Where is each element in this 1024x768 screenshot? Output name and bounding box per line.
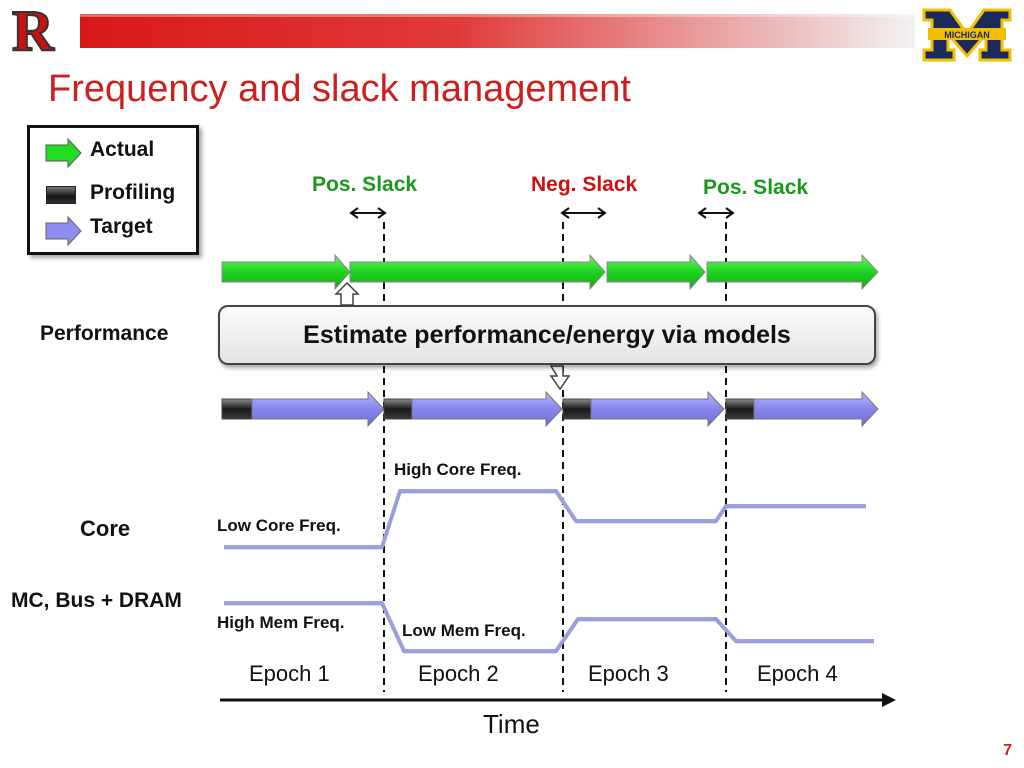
- pos-slack-label-2: Pos. Slack: [703, 176, 809, 199]
- logo-letter: R: [12, 0, 55, 62]
- legend: Actual Profiling Target: [27, 125, 199, 255]
- target-arrows: [221, 390, 879, 428]
- page-number: 7: [1003, 742, 1012, 759]
- logo-text: MICHIGAN: [944, 30, 990, 40]
- legend-profiling-label: Profiling: [90, 181, 176, 204]
- actual-arrows: [221, 253, 879, 291]
- rutgers-logo: R: [2, 0, 64, 64]
- legend-target-label: Target: [90, 215, 153, 238]
- slack-arrow-1: [349, 207, 387, 219]
- down-arrow-icon: [549, 365, 571, 391]
- high-core-freq-label: High Core Freq.: [394, 460, 522, 479]
- time-axis-label: Time: [483, 709, 540, 739]
- low-core-freq-label: Low Core Freq.: [217, 516, 341, 535]
- header-bar: [80, 14, 915, 48]
- pos-slack-label-1: Pos. Slack: [312, 173, 418, 196]
- epoch-label-3: Epoch 3: [588, 661, 669, 686]
- epoch-label-1: Epoch 1: [249, 661, 330, 686]
- slack-arrow-2: [560, 207, 607, 219]
- core-row-label: Core: [80, 516, 131, 541]
- low-mem-freq-label: Low Mem Freq.: [402, 621, 526, 640]
- slide-title: Frequency and slack management: [48, 68, 631, 110]
- michigan-logo: MICHIGAN: [922, 4, 1012, 64]
- profiling-swatch-icon: [46, 186, 76, 204]
- legend-actual-label: Actual: [90, 138, 155, 161]
- target-arrow-icon: [45, 216, 82, 246]
- epoch-label-4: Epoch 4: [757, 661, 838, 686]
- performance-row-label: Performance: [40, 322, 169, 345]
- neg-slack-label: Neg. Slack: [531, 173, 638, 196]
- memory-row-label: MC, Bus + DRAM: [11, 589, 182, 612]
- actual-arrow-icon: [45, 138, 82, 168]
- time-axis-arrowhead: [882, 693, 896, 707]
- core-frequency-line: [224, 489, 866, 549]
- high-mem-freq-label: High Mem Freq.: [217, 613, 345, 632]
- model-estimate-box: Estimate performance/energy via models: [218, 305, 876, 365]
- memory-frequency-line: [224, 601, 874, 653]
- epoch-label-2: Epoch 2: [418, 661, 499, 686]
- up-arrow-icon: [334, 281, 360, 306]
- slack-arrow-3: [697, 207, 735, 219]
